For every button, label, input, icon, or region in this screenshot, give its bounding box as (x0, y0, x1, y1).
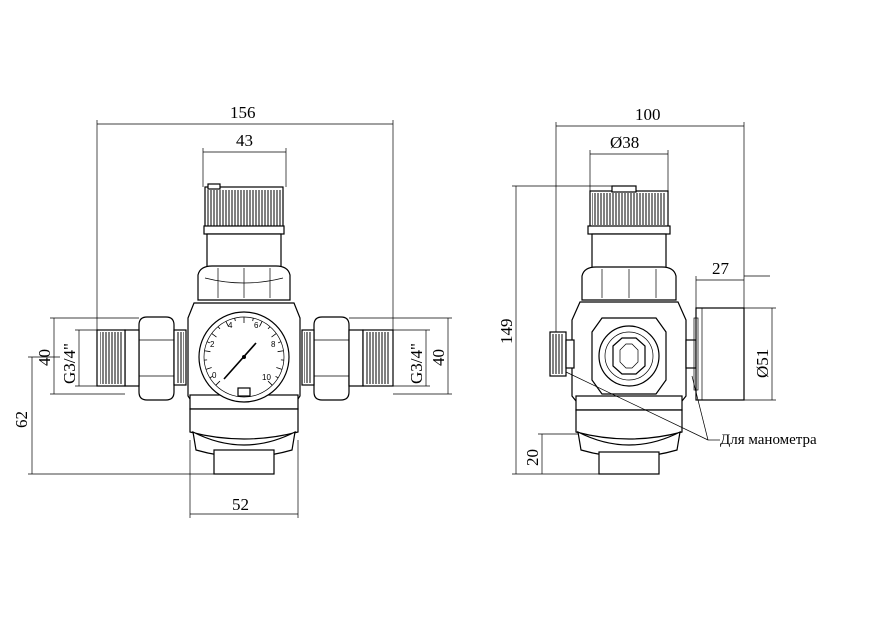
gauge-tick (259, 321, 263, 327)
side-leader-lines: Для манометра (565, 371, 817, 448)
gauge-tick (277, 350, 284, 353)
side-gauge-plug-left (549, 331, 575, 377)
side-hex-nut (581, 266, 677, 301)
front-view: 0 2 4 6 8 10 (12, 103, 452, 518)
front-neck (206, 233, 282, 269)
side-adjusting-cap (587, 185, 671, 235)
gauge-tick (271, 333, 277, 338)
gauge-label-2: 2 (210, 340, 215, 349)
gauge-tick (234, 318, 236, 322)
side-pressure-gauge (685, 307, 745, 401)
dim-side-total-height: 149 (497, 319, 516, 345)
dim-height-right: 40 (429, 349, 448, 366)
front-upper-hex-nut (197, 265, 291, 301)
gauge-tick (215, 380, 221, 386)
gauge-tick (211, 333, 217, 338)
dim-bottom-width: 52 (232, 495, 249, 514)
gauge-ticks (204, 317, 284, 386)
dim-lower-height: 62 (12, 411, 31, 428)
side-dimensions: 100 Ø38 149 20 27 Ø51 (497, 105, 776, 475)
gauge-tick (278, 341, 282, 344)
gauge-tick (267, 326, 271, 330)
gauge-tick (276, 367, 283, 370)
gauge-label-8: 8 (271, 340, 276, 349)
gauge-tick (225, 321, 229, 327)
front-dimensions: 156 43 52 40 G3/4" 62 (12, 103, 452, 518)
note-for-gauge: Для манометра (720, 432, 817, 448)
dim-thread-right: G3/4" (407, 343, 426, 384)
dim-side-bottom: 20 (523, 449, 542, 466)
front-left-union (96, 316, 187, 401)
dim-thread-left: G3/4" (60, 343, 79, 384)
dim-height-left: 40 (35, 349, 54, 366)
gauge-label-0: 0 (212, 371, 217, 380)
gauge-needle (223, 342, 257, 380)
gauge-label-10: 10 (262, 373, 271, 382)
gauge-tick (267, 380, 273, 386)
gauge-label-4: 4 (228, 321, 233, 330)
side-neck (591, 233, 667, 269)
dim-side-gauge-diameter: Ø51 (753, 349, 772, 378)
front-adjusting-cap (203, 183, 285, 235)
gauge-tick (205, 367, 212, 370)
front-pressure-gauge: 0 2 4 6 8 10 (198, 311, 290, 403)
gauge-tick (252, 318, 254, 322)
dim-side-width: 100 (635, 105, 661, 124)
side-view: 100 Ø38 149 20 27 Ø51 (497, 105, 817, 475)
gauge-tick (204, 350, 211, 353)
dim-top-width: 43 (236, 131, 253, 150)
gauge-tick (217, 326, 221, 330)
dim-side-diameter-top: Ø38 (610, 133, 639, 152)
side-inlet-port (591, 317, 667, 395)
gauge-label-6: 6 (254, 321, 259, 330)
front-right-union (301, 316, 394, 401)
gauge-tick (209, 375, 213, 379)
gauge-tick (206, 341, 210, 344)
dim-overall-width: 156 (230, 103, 256, 122)
dim-side-gauge-depth: 27 (712, 259, 730, 278)
gauge-tick (275, 375, 279, 379)
